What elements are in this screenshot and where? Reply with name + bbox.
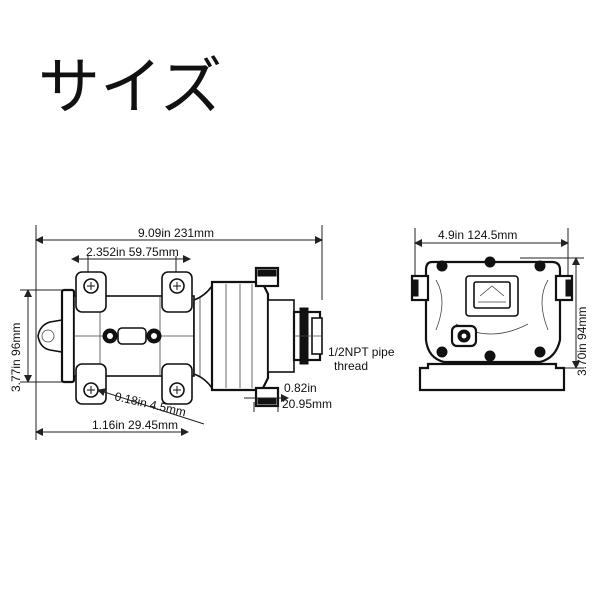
height-label: 3.77in 96mm (9, 323, 23, 392)
front-width-label: 4.9in 124.5mm (438, 228, 517, 242)
grommet-icon (102, 328, 118, 344)
bolt-icon (534, 260, 546, 272)
mount-hole-icon (169, 382, 185, 398)
mount-hole-icon (169, 278, 185, 294)
page-title: サイズ (38, 50, 223, 123)
thread-label-line2: thread (334, 359, 368, 373)
thread-label-line1: 1/2NPT pipe (328, 345, 395, 359)
grommet-icon (146, 328, 162, 344)
front-height-label: 3.70in 94mm (575, 307, 589, 376)
mount-hole-icon (83, 382, 99, 398)
port-offset-in-label: 0.82in (284, 381, 317, 395)
port-offset-mm-label: 20.95mm (282, 397, 332, 411)
pump-side-view: 9.09in 231mm 2.352in 59.75mm 3.77in 96mm (9, 225, 395, 440)
bolt-icon (436, 346, 448, 358)
overall-length-label: 9.09in 231mm (138, 226, 214, 240)
bolt-icon (534, 346, 546, 358)
pump-front-view: 4.9in 124.5mm 3.70in 94mm (410, 228, 589, 392)
bolt-icon (484, 256, 496, 268)
base-offset-label: 1.16in 29.45mm (92, 418, 178, 432)
mount-spacing-label: 2.352in 59.75mm (86, 245, 179, 259)
pressure-switch-icon (450, 324, 478, 348)
mount-hole-icon (83, 278, 99, 294)
bolt-icon (484, 350, 496, 362)
bolt-icon (436, 260, 448, 272)
